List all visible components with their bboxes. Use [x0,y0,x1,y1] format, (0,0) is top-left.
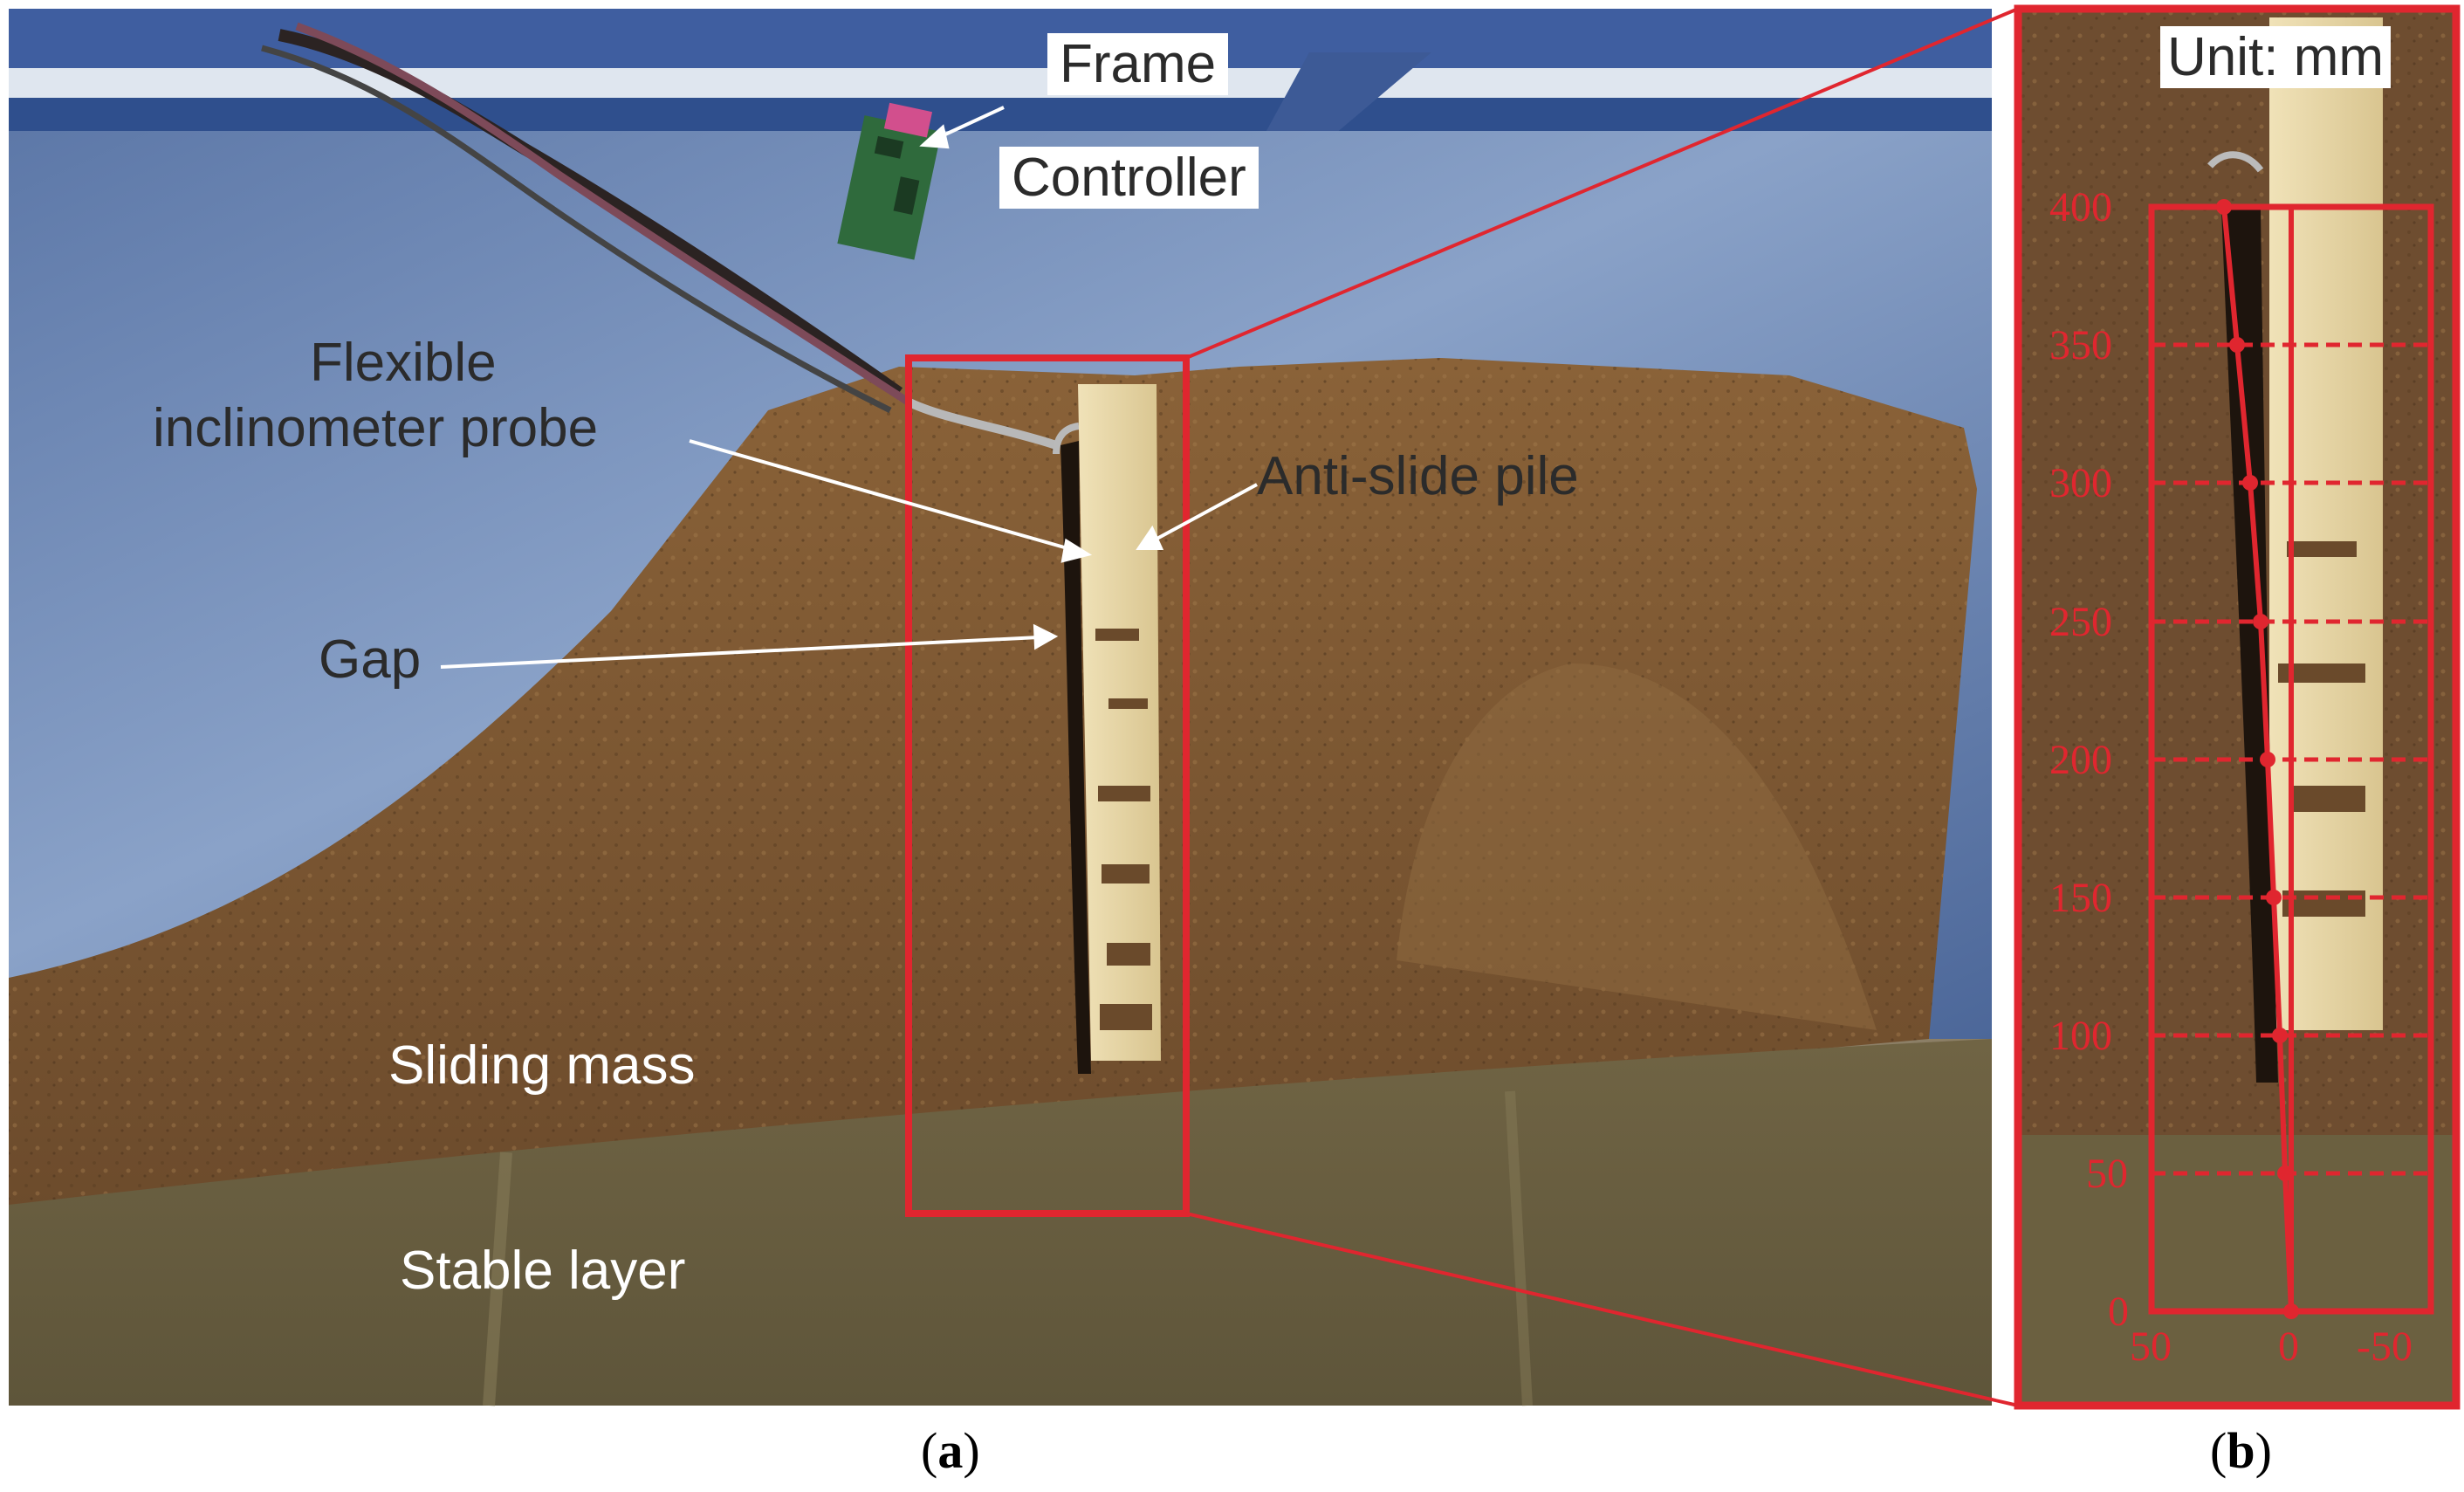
label-gap: Gap [319,629,422,690]
anti-slide-pile [1078,384,1161,1061]
photo-panel-b [2014,4,2461,1410]
inset-pile [2269,17,2383,1030]
label-unit: Unit: mm [2160,26,2391,89]
label-probe-line2: inclinometer probe [153,398,599,458]
x-tick-minus50: -50 [2357,1324,2413,1370]
x-tick-50: 50 [2130,1324,2172,1370]
label-anti-slide-pile: Anti-slide pile [1257,446,1579,506]
y-tick-250: 250 [2049,599,2112,645]
controller-board [837,102,942,260]
caption-b-letter: b [2227,1422,2255,1479]
annotation-arrows [440,106,1258,669]
label-controller: Controller [999,147,1259,210]
label-stable-layer: Stable layer [400,1241,686,1301]
zoom-line-bottom [1185,1212,2019,1407]
label-probe-line1: Flexible [310,333,497,393]
stable-layer [9,1039,1992,1406]
zoom-line-top [1185,7,2019,360]
label-frame: Frame [1047,33,1229,96]
y-tick-400: 400 [2049,184,2112,230]
y-tick-50: 50 [2086,1151,2128,1197]
label-sliding-mass: Sliding mass [388,1035,696,1096]
y-tick-350: 350 [2049,322,2112,368]
y-tick-0: 0 [2108,1289,2129,1335]
caption-a: (a) [921,1422,980,1479]
photo-panel-a [9,9,1992,1406]
y-tick-100: 100 [2049,1013,2112,1059]
y-tick-200: 200 [2049,737,2112,783]
caption-a-letter: a [937,1422,964,1479]
y-tick-150: 150 [2049,875,2112,921]
x-tick-0: 0 [2278,1324,2299,1370]
caption-b: (b) [2210,1422,2272,1479]
panel-b-border [2014,4,2461,1410]
gap [1060,441,1091,1074]
deflection-points [2216,199,2299,1319]
highlight-box [905,354,1190,1217]
y-tick-300: 300 [2049,460,2112,506]
